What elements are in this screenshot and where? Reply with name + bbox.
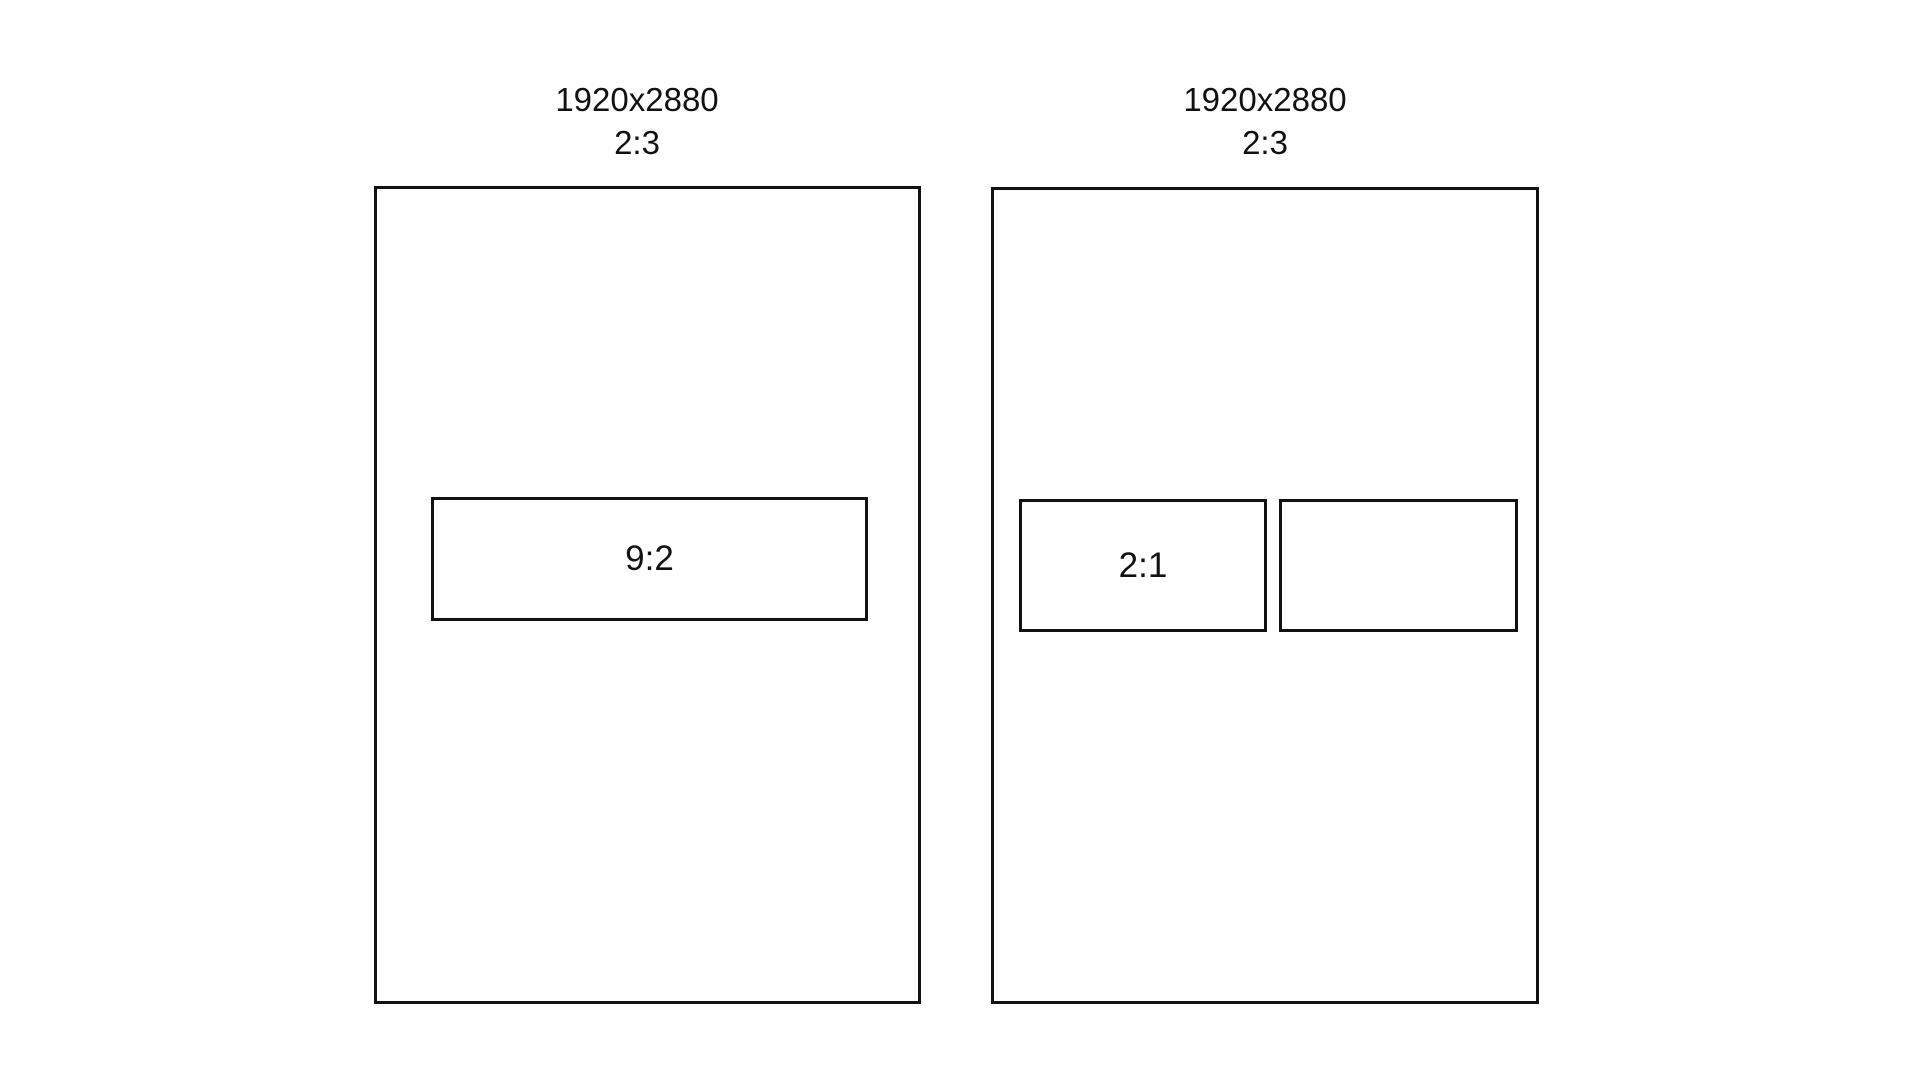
left-panel-inner-box-label: 9:2 — [625, 539, 674, 578]
left-panel-aspect-ratio: 2:3 — [614, 124, 660, 161]
right-panel-inner-box-right — [1279, 499, 1518, 632]
left-panel-resolution: 1920x2880 — [555, 81, 719, 118]
right-panel-frame: 2:1 — [991, 187, 1539, 1004]
right-panel-caption: 1920x2880 2:3 — [1160, 78, 1370, 164]
right-panel-inner-box-left: 2:1 — [1019, 499, 1267, 632]
left-panel-caption: 1920x2880 2:3 — [532, 78, 742, 164]
left-panel-frame: 9:2 — [374, 186, 921, 1004]
right-panel-resolution: 1920x2880 — [1183, 81, 1347, 118]
right-panel-inner-box-left-label: 2:1 — [1118, 545, 1168, 585]
right-panel-aspect-ratio: 2:3 — [1242, 124, 1288, 161]
left-panel-inner-box: 9:2 — [431, 497, 868, 621]
